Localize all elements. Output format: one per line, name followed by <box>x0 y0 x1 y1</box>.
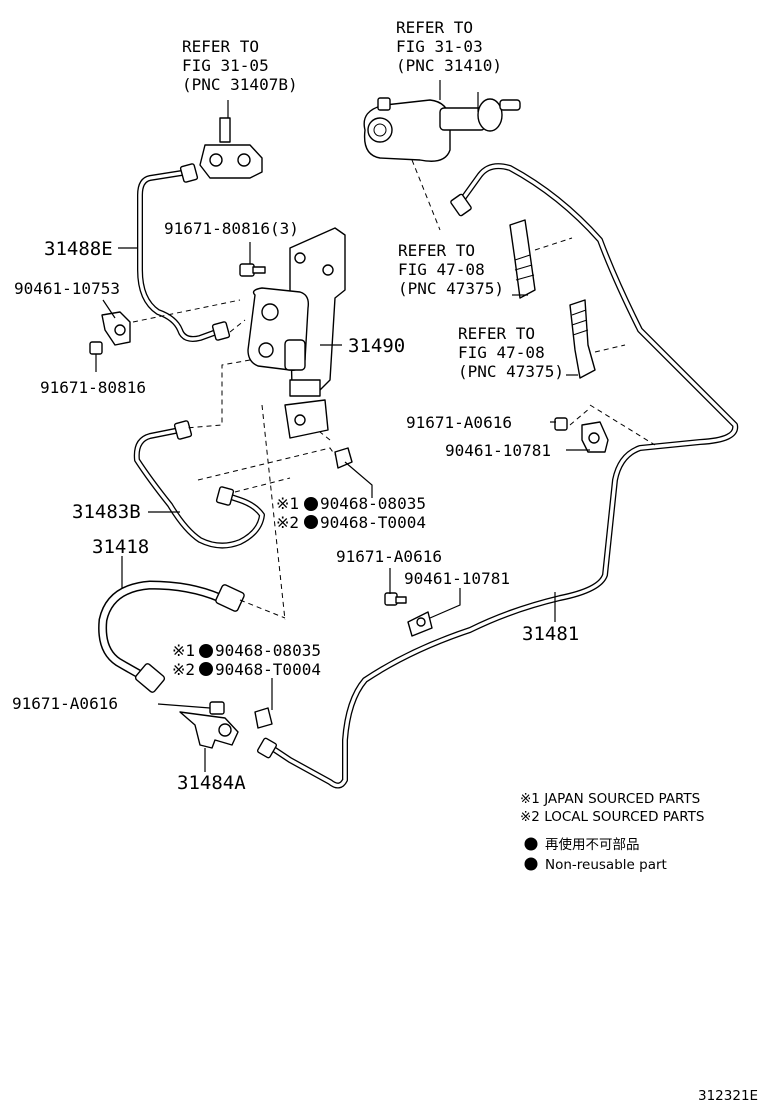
ref-fig-31-03: REFER TO FIG 31-03 (PNC 31410) <box>396 18 502 75</box>
part-label-31488E: 31488E <box>44 238 113 260</box>
part-label-90468-T0004-bot: 90468-T0004 <box>215 660 321 679</box>
legend: ※1 JAPAN SOURCED PARTS ※2 LOCAL SOURCED … <box>520 791 705 873</box>
part-label-31481: 31481 <box>522 623 579 645</box>
ref-line: REFER TO <box>398 241 475 260</box>
legend-local-sourced: ※2 LOCAL SOURCED PARTS <box>520 809 705 825</box>
bracket-31490 <box>247 227 346 439</box>
local-marker: ※2 <box>276 513 299 532</box>
ref-line: (PNC 47375) <box>398 279 504 298</box>
ref-line: (PNC 47375) <box>458 362 564 381</box>
part-label-91671-A0616-right: 91671-A0616 <box>406 413 512 432</box>
non-reusable-dot <box>304 497 318 511</box>
part-label-90461-10781-right: 90461-10781 <box>445 441 551 460</box>
pipe-31488E <box>137 169 225 342</box>
part-label-91671-A0616-left: 91671-A0616 <box>12 694 118 713</box>
part-label-90468-08035-bot: 90468-08035 <box>215 641 321 660</box>
fitting-nuts <box>134 163 472 759</box>
ref-line: (PNC 31410) <box>396 56 502 75</box>
japan-marker: ※1 <box>172 641 195 660</box>
hose-31418 <box>98 580 225 685</box>
pipe-31483B <box>133 427 265 549</box>
ref-line: FIG 47-08 <box>398 260 485 279</box>
part-label-31484A: 31484A <box>177 772 246 794</box>
part-label-90461-10781-mid: 90461-10781 <box>404 569 510 588</box>
legend-non-reusable-en: Non-reusable part <box>545 857 667 873</box>
alt-part-group-top: ※1 90468-08035 ※2 90468-T0004 <box>276 494 426 532</box>
non-reusable-dot <box>304 515 318 529</box>
ref-line: FIG 31-03 <box>396 37 483 56</box>
dashed-lines <box>132 159 656 621</box>
legend-non-reusable-jp: 再使用不可部品 <box>545 836 640 853</box>
master-cylinder <box>363 97 521 162</box>
ref-line: REFER TO <box>182 37 259 56</box>
local-marker: ※2 <box>172 660 195 679</box>
three-way-joint <box>199 117 263 179</box>
part-label-90468-T0004-top: 90468-T0004 <box>320 513 426 532</box>
part-label-91671-80816-3: 91671-80816(3) <box>164 219 299 238</box>
part-label-90461-10753: 90461-10753 <box>14 279 120 298</box>
pipe-31481 <box>269 163 739 789</box>
part-label-31483B: 31483B <box>72 501 141 523</box>
part-label-91671-A0616-mid: 91671-A0616 <box>336 547 442 566</box>
ref-line: REFER TO <box>396 18 473 37</box>
ref-fig-31-05: REFER TO FIG 31-05 (PNC 31407B) <box>182 37 298 94</box>
part-label-91671-80816: 91671-80816 <box>40 378 146 397</box>
bolts-and-clamps <box>89 263 609 749</box>
ref-line: REFER TO <box>458 324 535 343</box>
diagram-id: 312321E <box>698 1088 758 1104</box>
ref-fig-47-08-b: REFER TO FIG 47-08 (PNC 47375) <box>458 324 564 381</box>
legend-japan-sourced: ※1 JAPAN SOURCED PARTS <box>520 791 700 807</box>
leader-lines <box>95 80 590 772</box>
part-label-31418: 31418 <box>92 536 149 558</box>
alt-part-group-bottom: ※1 90468-08035 ※2 90468-T0004 <box>172 641 321 679</box>
comb-clips <box>509 219 596 379</box>
ref-fig-47-08-a: REFER TO FIG 47-08 (PNC 47375) <box>398 241 504 298</box>
japan-marker: ※1 <box>276 494 299 513</box>
part-label-90468-08035-top: 90468-08035 <box>320 494 426 513</box>
non-reusable-dot <box>524 837 538 851</box>
ref-line: FIG 31-05 <box>182 56 269 75</box>
non-reusable-dot <box>199 662 213 676</box>
non-reusable-dot <box>199 644 213 658</box>
ref-line: (PNC 31407B) <box>182 75 298 94</box>
ref-line: FIG 47-08 <box>458 343 545 362</box>
non-reusable-dot <box>524 857 538 871</box>
part-label-31490: 31490 <box>348 335 405 357</box>
